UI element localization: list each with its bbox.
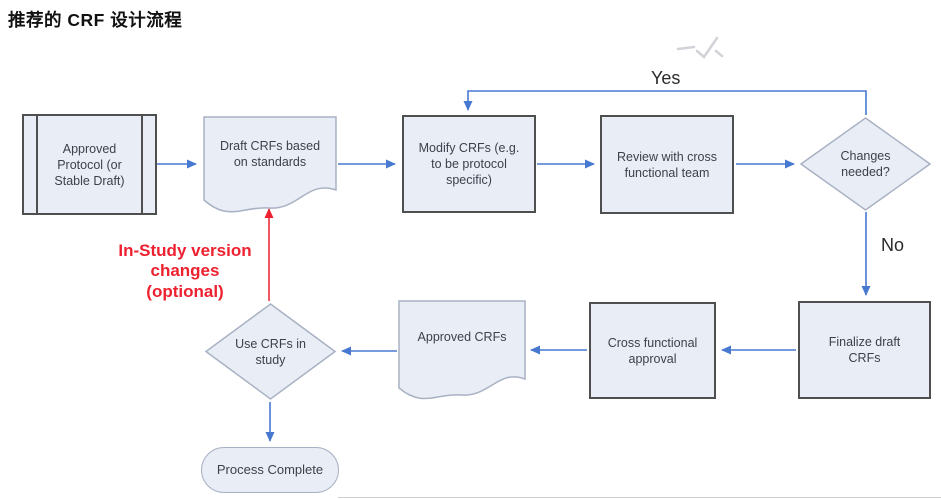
node-label: Changes needed? xyxy=(840,149,891,179)
bottom-divider xyxy=(338,497,941,498)
node-cross-approval: Cross functional approval xyxy=(589,302,716,399)
document-shape xyxy=(398,300,526,400)
node-label: Finalize draft CRFs xyxy=(828,335,901,365)
watermark-icon xyxy=(676,36,724,59)
decision-shape xyxy=(800,117,931,211)
node-label: Process Complete xyxy=(216,461,324,477)
node-changes-needed: Changes needed? xyxy=(800,117,931,211)
node-finalize-draft: Finalize draft CRFs xyxy=(798,301,931,399)
node-draft-crfs: Draft CRFs based on standards xyxy=(203,116,337,218)
node-label: Draft CRFs based on standards xyxy=(219,138,321,169)
decision-shape xyxy=(205,303,336,400)
edge-label-no: No xyxy=(881,235,905,255)
node-label: Review with cross functional team xyxy=(616,149,718,180)
annotation-instudy-changes: In-Study version changes (optional) xyxy=(118,241,252,301)
node-approved-crfs: Approved CRFs xyxy=(398,300,526,401)
node-modify-crfs: Modify CRFs (e.g. to be protocol specifi… xyxy=(402,115,536,213)
node-approved-protocol: Approved Protocol (or Stable Draft) xyxy=(22,114,157,215)
node-label: Approved Protocol (or Stable Draft) xyxy=(54,141,125,188)
page-title: 推荐的 CRF 设计流程 xyxy=(8,10,183,30)
edge-yes-loop xyxy=(463,90,867,115)
node-process-complete: Process Complete xyxy=(201,447,339,493)
node-label: Modify CRFs (e.g. to be protocol specifi… xyxy=(418,141,520,187)
node-label: Approved CRFs xyxy=(417,330,507,345)
predefined-process-bar xyxy=(141,116,143,213)
node-label: Use CRFs in study xyxy=(235,336,306,367)
edge-label-yes: Yes xyxy=(651,68,681,88)
node-label: Cross functional approval xyxy=(607,335,698,366)
node-use-crfs: Use CRFs in study xyxy=(205,303,336,400)
node-review-team: Review with cross functional team xyxy=(600,115,734,214)
predefined-process-bar xyxy=(36,116,38,213)
